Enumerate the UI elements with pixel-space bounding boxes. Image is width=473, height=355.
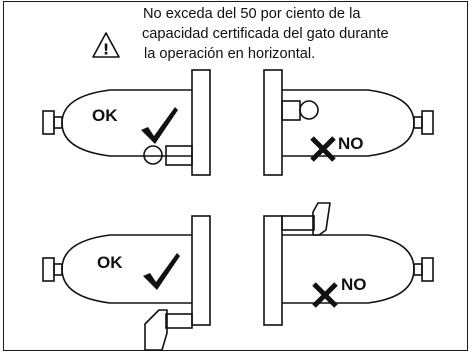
panel-top-left: OK [42, 69, 211, 176]
cross-icon [310, 136, 336, 162]
cross-icon [312, 282, 338, 308]
diagram-frame [3, 1, 468, 351]
checkmark-icon [143, 253, 180, 290]
status-label-no: NO [338, 134, 364, 153]
warning-triangle-icon: ! [92, 32, 120, 59]
warning-line-3: la operación en horizontal. [144, 46, 316, 62]
status-label-ok: OK [97, 253, 123, 272]
panel-bottom-right: NO [263, 202, 434, 326]
warning-line-1: No exceda del 50 por ciento de la [143, 6, 361, 22]
checkmark-icon [141, 107, 178, 144]
status-label-no: NO [341, 275, 367, 294]
panel-bottom-left: OK [42, 215, 211, 351]
status-label-ok: OK [92, 106, 118, 125]
panel-top-right: NO [263, 69, 434, 176]
warning-text: No exceda del 50 por ciento de la capaci… [140, 4, 470, 64]
warning-line-2: capacidad certificada del gato durante [142, 26, 389, 42]
svg-text:!: ! [103, 41, 110, 59]
